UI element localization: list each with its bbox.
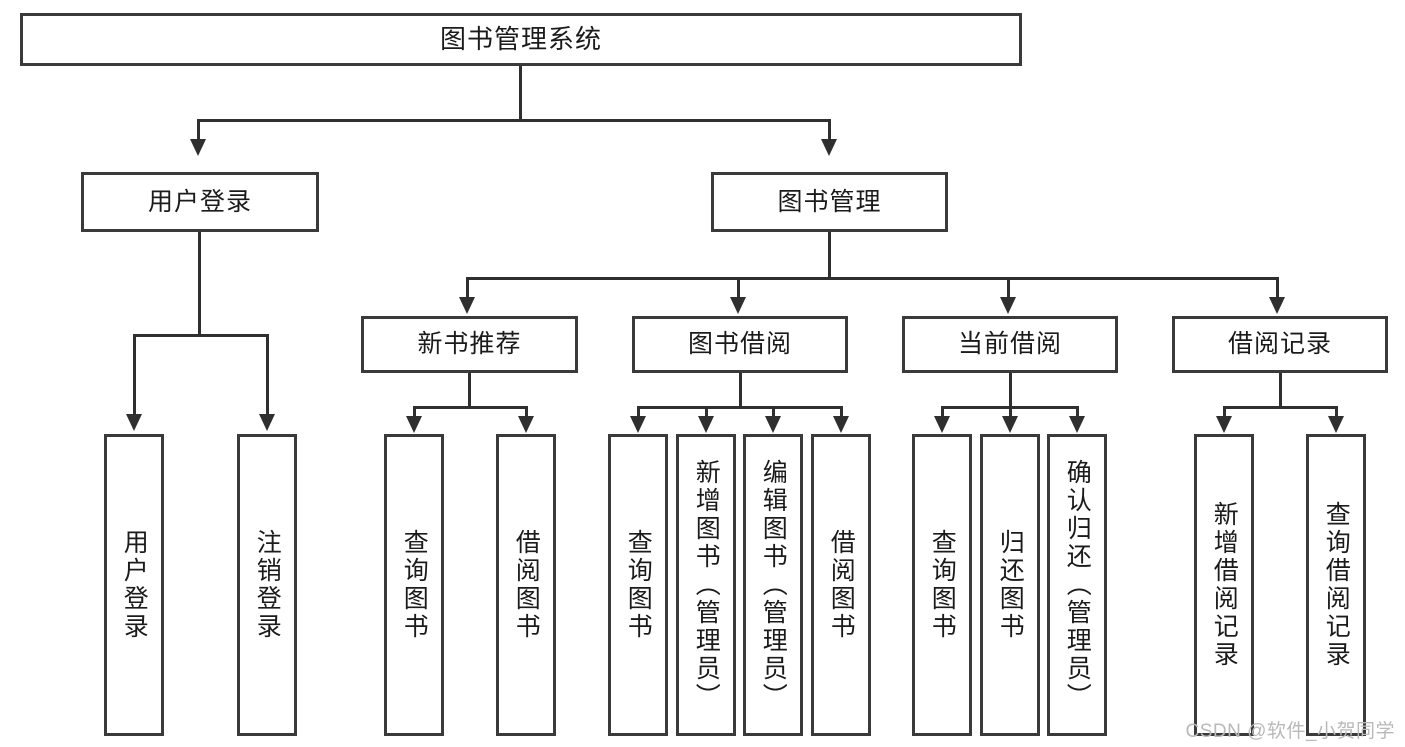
leaf-label: 查询图书 bbox=[928, 529, 957, 641]
arrowhead-borrow-record bbox=[1269, 297, 1285, 314]
leaf-label: 新增借阅记录 bbox=[1210, 501, 1239, 669]
leaf-current-borrow-return-book[interactable]: 归还图书 bbox=[980, 434, 1040, 736]
leaf-label: 归还图书 bbox=[996, 529, 1025, 641]
arrowhead-cb-leaf-1 bbox=[934, 416, 950, 433]
arrowhead-cb-leaf-3 bbox=[1069, 416, 1085, 433]
connector-new-book-bar bbox=[413, 406, 528, 409]
node-book-management-system[interactable]: 图书管理系统 bbox=[20, 13, 1022, 66]
connector-br-to-leaf-1 bbox=[1223, 406, 1226, 418]
node-label: 当前借阅 bbox=[957, 330, 1062, 359]
node-user-login[interactable]: 用户登录 bbox=[81, 172, 319, 232]
node-label: 用户登录 bbox=[147, 187, 252, 216]
connector-user-login-stem bbox=[198, 232, 201, 335]
node-current-borrow[interactable]: 当前借阅 bbox=[902, 316, 1118, 373]
connector-root-to-user-login bbox=[197, 119, 200, 141]
connector-root-to-book-management bbox=[828, 119, 831, 141]
connector-bb-to-leaf-2 bbox=[705, 406, 708, 418]
leaf-current-borrow-confirm-return-admin[interactable]: 确认归还（管理员） bbox=[1047, 434, 1107, 736]
node-book-management[interactable]: 图书管理 bbox=[711, 172, 948, 232]
arrowhead-new-book-leaf-1 bbox=[406, 416, 422, 433]
connector-book-borrow-bar bbox=[637, 406, 840, 409]
connector-cb-to-leaf-1 bbox=[941, 406, 944, 418]
leaf-book-borrow-borrow-book[interactable]: 借阅图书 bbox=[811, 434, 871, 736]
connector-book-borrow-stem bbox=[739, 373, 742, 408]
leaf-user-login-logout[interactable]: 注销登录 bbox=[237, 434, 297, 736]
connector-new-book-to-leaf-1 bbox=[413, 406, 416, 418]
leaf-label: 查询图书 bbox=[624, 529, 653, 641]
leaf-label: 新增图书（管理员） bbox=[692, 459, 721, 711]
connector-bb-to-leaf-1 bbox=[637, 406, 640, 418]
connector-br-to-leaf-2 bbox=[1335, 406, 1338, 418]
arrowhead-bb-leaf-4 bbox=[833, 416, 849, 433]
connector-cb-to-leaf-3 bbox=[1076, 406, 1079, 418]
node-label: 借阅记录 bbox=[1227, 330, 1332, 359]
leaf-new-book-query-book[interactable]: 查询图书 bbox=[384, 434, 444, 736]
arrowhead-new-book-recommend bbox=[459, 297, 475, 314]
arrowhead-current-borrow bbox=[1000, 297, 1016, 314]
leaf-book-borrow-add-book-admin[interactable]: 新增图书（管理员） bbox=[676, 434, 736, 736]
connector-new-book-stem bbox=[468, 373, 471, 408]
arrowhead-to-user-login bbox=[190, 139, 206, 156]
connector-book-management-bar bbox=[466, 277, 1278, 280]
leaf-borrow-record-query-record[interactable]: 查询借阅记录 bbox=[1306, 434, 1366, 736]
node-label: 图书管理系统 bbox=[439, 23, 602, 54]
leaf-label: 注销登录 bbox=[253, 529, 282, 641]
connector-bm-to-book-borrow bbox=[737, 277, 740, 299]
leaf-book-borrow-edit-book-admin[interactable]: 编辑图书（管理员） bbox=[743, 434, 803, 736]
arrowhead-to-book-management bbox=[821, 139, 837, 156]
connector-bb-to-leaf-4 bbox=[840, 406, 843, 418]
connector-book-management-stem bbox=[828, 232, 831, 278]
connector-bm-to-new-book bbox=[466, 277, 469, 299]
arrowhead-bb-leaf-2 bbox=[698, 416, 714, 433]
arrowhead-new-book-leaf-2 bbox=[518, 416, 534, 433]
connector-bm-to-borrow-record bbox=[1276, 277, 1279, 299]
leaf-label: 确认归还（管理员） bbox=[1063, 459, 1092, 711]
connector-root-stem bbox=[519, 66, 522, 120]
connector-borrow-record-bar bbox=[1223, 406, 1338, 409]
connector-cb-to-leaf-2 bbox=[1009, 406, 1012, 418]
connector-user-login-bar bbox=[133, 334, 269, 337]
connector-bb-to-leaf-3 bbox=[772, 406, 775, 418]
node-book-borrow[interactable]: 图书借阅 bbox=[632, 316, 848, 373]
arrowhead-user-login-leaf-1 bbox=[126, 414, 142, 431]
connector-user-login-to-leaf-1 bbox=[133, 334, 136, 416]
leaf-label: 查询借阅记录 bbox=[1322, 501, 1351, 669]
leaf-user-login-login[interactable]: 用户登录 bbox=[104, 434, 164, 736]
arrowhead-bb-leaf-1 bbox=[630, 416, 646, 433]
arrowhead-user-login-leaf-2 bbox=[259, 414, 275, 431]
leaf-new-book-borrow-book[interactable]: 借阅图书 bbox=[496, 434, 556, 736]
node-borrow-record[interactable]: 借阅记录 bbox=[1172, 316, 1388, 373]
arrowhead-book-borrow bbox=[730, 297, 746, 314]
leaf-label: 编辑图书（管理员） bbox=[759, 459, 788, 711]
connector-current-borrow-stem bbox=[1009, 373, 1012, 408]
leaf-label: 借阅图书 bbox=[827, 529, 856, 641]
connector-borrow-record-stem bbox=[1279, 373, 1282, 408]
leaf-label: 查询图书 bbox=[400, 529, 429, 641]
arrowhead-br-leaf-1 bbox=[1216, 416, 1232, 433]
node-label: 图书借阅 bbox=[687, 330, 792, 359]
connector-root-bar bbox=[197, 119, 831, 122]
node-new-book-recommend[interactable]: 新书推荐 bbox=[361, 316, 578, 373]
leaf-current-borrow-query-book[interactable]: 查询图书 bbox=[912, 434, 972, 736]
connector-bm-to-current-borrow bbox=[1007, 277, 1010, 299]
leaf-label: 借阅图书 bbox=[512, 529, 541, 641]
leaf-book-borrow-query-book[interactable]: 查询图书 bbox=[608, 434, 668, 736]
node-label: 新书推荐 bbox=[417, 330, 522, 359]
arrowhead-bb-leaf-3 bbox=[765, 416, 781, 433]
leaf-label: 用户登录 bbox=[120, 529, 149, 641]
node-label: 图书管理 bbox=[777, 187, 882, 216]
arrowhead-cb-leaf-2 bbox=[1002, 416, 1018, 433]
watermark-text: CSDN @软件_小贺同学 bbox=[1185, 721, 1395, 742]
arrowhead-br-leaf-2 bbox=[1328, 416, 1344, 433]
connector-new-book-to-leaf-2 bbox=[525, 406, 528, 418]
leaf-borrow-record-add-record[interactable]: 新增借阅记录 bbox=[1194, 434, 1254, 736]
connector-user-login-to-leaf-2 bbox=[266, 334, 269, 416]
